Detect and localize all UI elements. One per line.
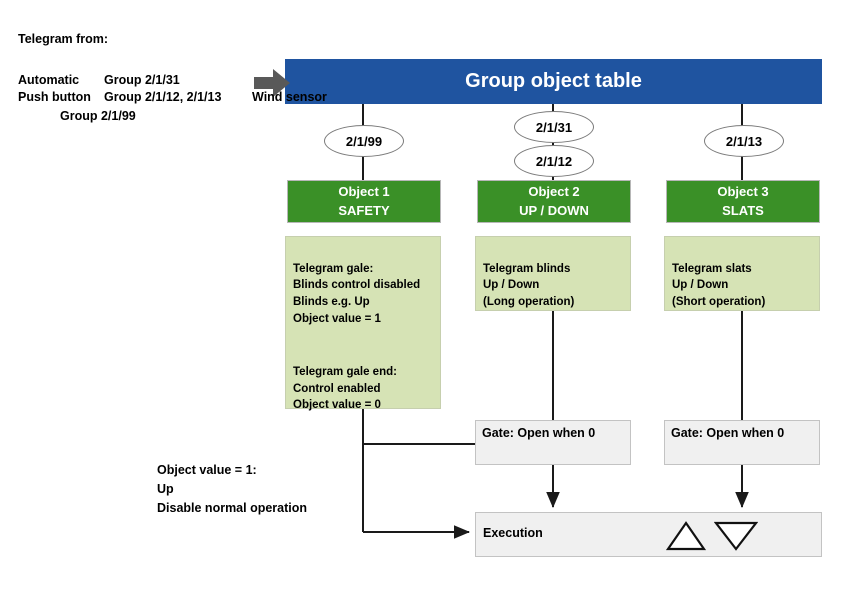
object-header-safety: Object 1 SAFETY — [287, 180, 441, 223]
gate-box-slats: Gate: Open when 0 — [664, 420, 820, 465]
object-panel-safety: Telegram gale: Blinds control disabled B… — [285, 236, 441, 412]
panel-text-primary: Telegram slats Up / Down (Short operatio… — [672, 262, 766, 309]
object-value-note: Object value = 1: Up Disable normal oper… — [157, 463, 308, 515]
triangle-down-icon — [714, 521, 758, 551]
gate-label: Gate: Open when 0 — [671, 426, 785, 440]
object-header-subtitle: UP / DOWN — [519, 202, 589, 218]
object-header-slats: Object 3 SLATS — [666, 180, 820, 223]
object-header-subtitle: SLATS — [722, 202, 764, 218]
wind-sensor-label: Wind sensor — [252, 90, 327, 104]
object-header-title: Object 2 — [528, 183, 580, 199]
gate-box-up-down: Gate: Open when 0 — [475, 420, 631, 465]
group-object-table-banner: Group object table — [285, 59, 822, 104]
triangle-up-icon — [666, 521, 706, 551]
block-arrow-right-icon — [254, 69, 290, 97]
object-header-up-down: Object 2 UP / DOWN — [477, 180, 631, 223]
object-panel-up-down: Telegram blinds Up / Down (Long operatio… — [475, 236, 631, 311]
legend-row-third-value: Group 2/1/99 — [60, 109, 136, 123]
object-panel-slats: Telegram slats Up / Down (Short operatio… — [664, 236, 820, 311]
object-header-subtitle: SAFETY — [338, 202, 390, 218]
execution-box: Execution — [475, 512, 822, 557]
legend-title: Telegram from: — [18, 32, 109, 46]
gate-label: Gate: Open when 0 — [482, 426, 596, 440]
legend-row-pushbutton-value: Group 2/1/12, 2/1/13 — [104, 90, 222, 104]
group-address-ellipse: 2/1/13 — [704, 125, 784, 157]
group-address-ellipse: 2/1/12 — [514, 145, 594, 177]
object-header-title: Object 1 — [338, 183, 390, 199]
execution-label: Execution — [483, 526, 543, 540]
legend-row-automatic-value: Group 2/1/31 — [104, 73, 180, 87]
banner-title: Group object table — [465, 70, 642, 92]
legend-row-automatic-label: Automatic — [18, 73, 80, 87]
panel-text-primary: Telegram blinds Up / Down (Long operatio… — [483, 262, 575, 309]
legend-row-pushbutton-label: Push button — [18, 90, 91, 104]
group-address-ellipse: 2/1/31 — [514, 111, 594, 143]
object-header-title: Object 3 — [717, 183, 769, 199]
panel-text-secondary: Telegram gale end: Control enabled Objec… — [293, 366, 397, 412]
group-address-ellipse: 2/1/99 — [324, 125, 404, 157]
panel-text-primary: Telegram gale: Blinds control disabled B… — [293, 262, 421, 325]
panel-spacer — [293, 327, 440, 347]
